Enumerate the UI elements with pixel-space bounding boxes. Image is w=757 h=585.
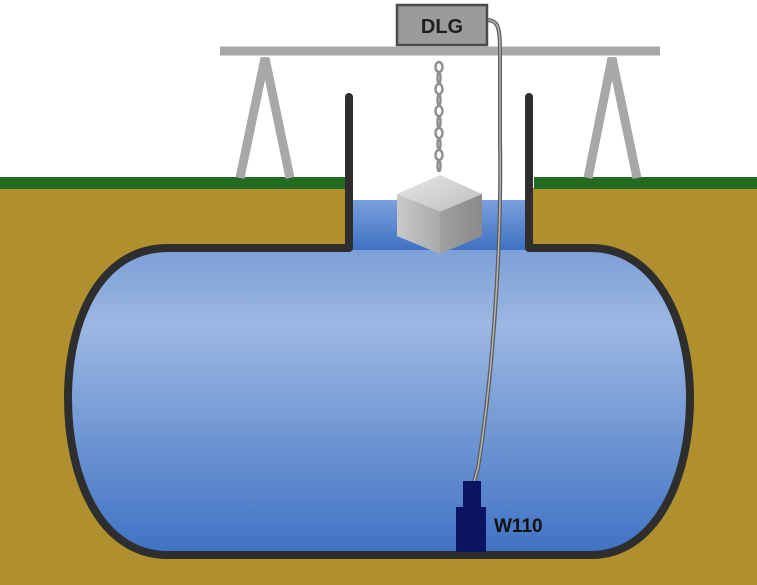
float-cube	[397, 175, 482, 254]
level-sensor: W110	[456, 481, 543, 552]
tank-outline	[64, 93, 694, 559]
grass-left	[0, 177, 345, 189]
data-logger: DLG	[395, 3, 489, 47]
support-frame	[220, 46, 660, 179]
tank-body	[68, 97, 690, 555]
sensor-label: W110	[494, 516, 543, 537]
logger-label: DLG	[421, 16, 463, 38]
grass-right	[534, 177, 757, 189]
chain	[434, 60, 444, 173]
